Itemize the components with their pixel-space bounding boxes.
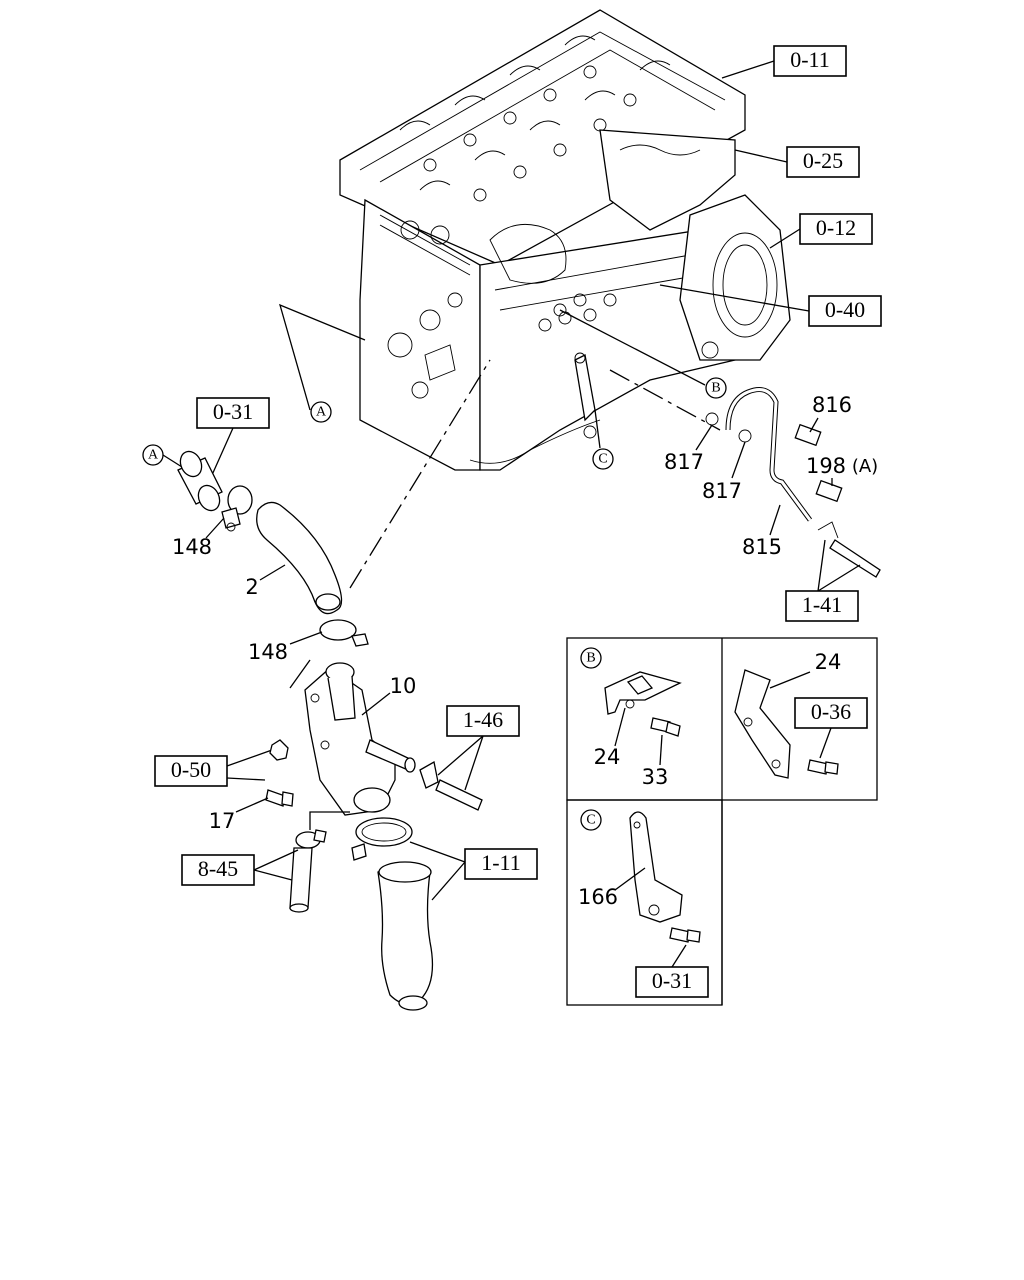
ref-0-11: 0-11 [773,45,847,77]
ref-0-50: 0-50 [154,755,228,787]
hose-1-11 [377,861,434,1011]
svg-text:C: C [586,813,595,828]
ref-0-25: 0-25 [786,146,860,178]
thermostat-housing [304,662,416,816]
ref-1-11: 1-11 [464,848,538,880]
label-10: 10 [390,674,417,698]
detail-panels [566,637,878,1006]
label-817-a: 817 [664,450,704,474]
hose-8-45 [289,847,313,913]
label-815: 815 [742,535,782,559]
svg-text:0-50: 0-50 [171,757,211,782]
svg-text:1-46: 1-46 [463,707,503,732]
clamp-148-upper [221,485,253,532]
label-148-b: 148 [248,640,288,664]
clamp-large [351,817,413,861]
label-148-a: 148 [172,535,212,559]
bolt-17 [265,789,294,807]
oil-tube-assembly [609,369,881,578]
label-198-suffix: (A) [852,456,878,477]
label-198: 198 [806,454,846,478]
callout-b-main: B [559,309,727,399]
ref-8-45: 8-45 [181,854,255,886]
svg-text:1-11: 1-11 [481,850,521,875]
svg-text:B: B [586,651,595,666]
label-817-b: 817 [702,479,742,503]
hose-2 [256,501,343,615]
detail-c: C [580,809,701,943]
svg-text:8-45: 8-45 [198,856,238,881]
detail-bracket-24 [734,669,839,779]
detail-b: B [580,647,682,737]
ref-0-31-detail: 0-31 [635,966,709,998]
svg-text:0-31: 0-31 [213,399,253,424]
water-pipe-short [177,450,223,512]
leader-0-40 [659,284,810,312]
ref-1-46: 1-46 [446,705,520,737]
label-166: 166 [578,885,618,909]
label-2: 2 [245,575,258,599]
svg-text:A: A [148,448,159,463]
svg-text:0-40: 0-40 [825,297,865,322]
svg-text:1-41: 1-41 [802,592,842,617]
nut-0-50 [269,739,289,761]
svg-text:A: A [316,405,327,420]
svg-text:0-31: 0-31 [652,968,692,993]
label-816: 816 [812,393,852,417]
ref-0-12: 0-12 [799,213,873,245]
svg-text:0-36: 0-36 [811,699,851,724]
label-33: 33 [642,765,669,789]
leader-0-25 [734,149,788,163]
clamp-small [295,829,327,849]
svg-text:0-12: 0-12 [816,215,856,240]
callout-a-main: A [279,303,366,423]
label-24-detail-b: 24 [594,745,621,769]
ref-0-40: 0-40 [808,295,882,327]
svg-text:C: C [598,452,607,467]
ref-1-41: 1-41 [785,590,859,622]
engine-block [339,9,791,471]
leader-0-11 [721,60,775,79]
label-17: 17 [209,809,236,833]
svg-text:B: B [711,381,720,396]
ref-0-31-top: 0-31 [196,397,270,429]
ref-0-36: 0-36 [794,697,868,729]
svg-text:0-11: 0-11 [790,47,830,72]
leader-0-12 [769,228,801,249]
label-24-detail-right: 24 [815,650,842,674]
svg-text:0-25: 0-25 [803,148,843,173]
bypass-hose [419,760,483,811]
callout-a-pipe: A [142,444,183,468]
callout-c-main: C [574,352,614,470]
clamp-148-lower [319,619,369,647]
